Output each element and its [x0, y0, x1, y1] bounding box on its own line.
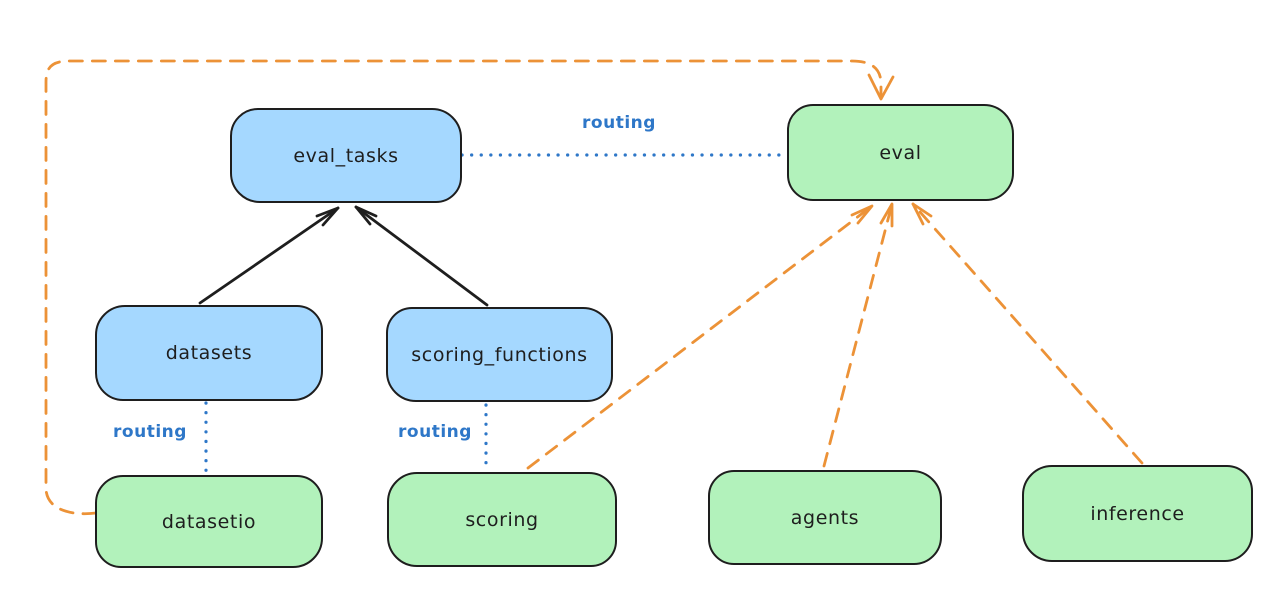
edge-agents-to-eval: [822, 202, 894, 468]
node-scoring: scoring: [387, 472, 617, 567]
edge-datasetio-to-eval: [44, 59, 883, 516]
node-eval_tasks: eval_tasks: [230, 108, 462, 203]
edge-datasets-to-eval_tasks: [198, 206, 340, 305]
node-agents: agents: [708, 470, 942, 565]
node-datasetio: datasetio: [95, 475, 323, 568]
node-label: eval: [879, 141, 922, 164]
arrowhead: [315, 206, 340, 227]
node-eval: eval: [787, 104, 1014, 201]
edge-inference-to-eval: [911, 202, 1144, 465]
node-label: inference: [1090, 502, 1185, 525]
node-scoring_functions: scoring_functions: [386, 307, 613, 402]
node-label: scoring: [465, 508, 539, 531]
node-label: datasets: [165, 342, 253, 364]
arrowhead: [879, 202, 894, 228]
arrowhead: [911, 202, 933, 226]
edge-scoring_functions-to-eval_tasks: [354, 205, 489, 307]
node-inference: inference: [1022, 465, 1253, 562]
node-label: scoring_functions: [411, 343, 588, 366]
arrowhead: [850, 204, 874, 225]
arrowhead: [867, 73, 895, 101]
routing-label-datasets-datasetio: routing: [113, 422, 187, 442]
node-label: agents: [790, 506, 860, 529]
node-label: datasetio: [161, 510, 257, 533]
edge-scoring-to-eval: [526, 204, 874, 470]
routing-label-scoring_functions-scoring: routing: [398, 422, 472, 442]
node-label: eval_tasks: [293, 144, 399, 167]
routing-label-eval_tasks-eval: routing: [582, 113, 656, 133]
node-datasets: datasets: [95, 305, 323, 401]
arrowhead: [354, 205, 378, 226]
